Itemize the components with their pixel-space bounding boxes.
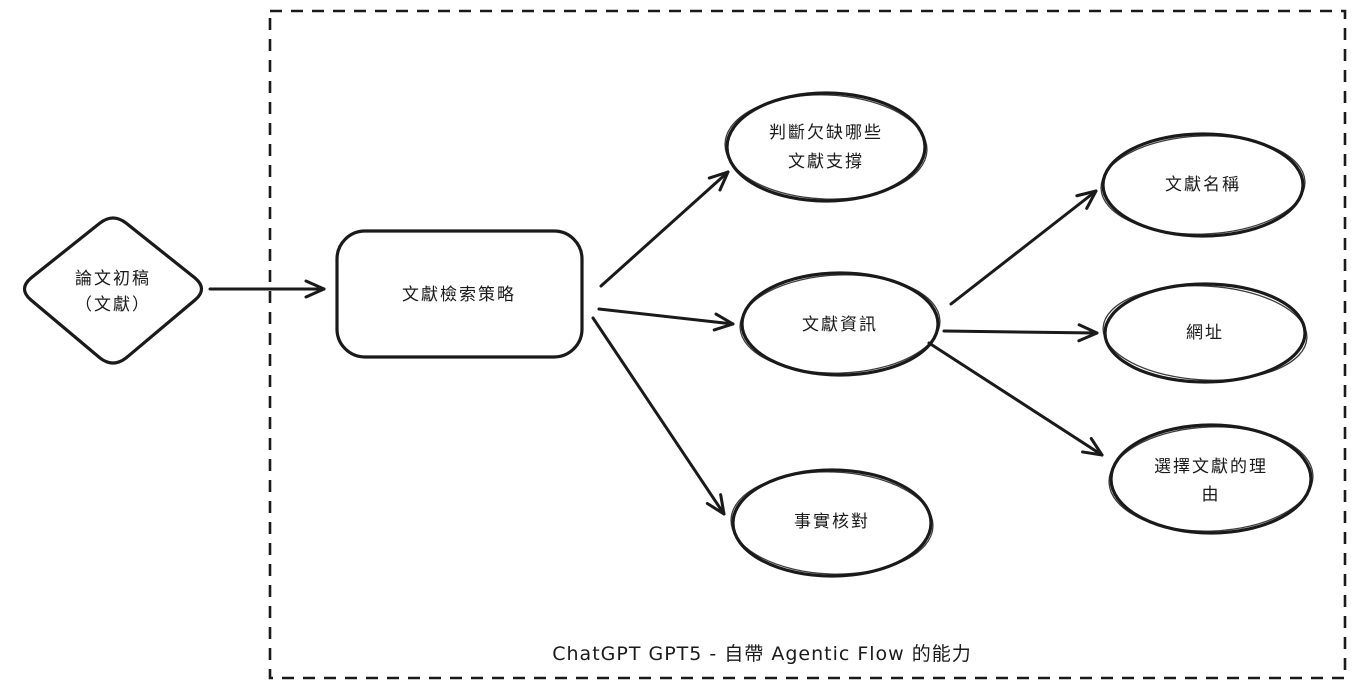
edge-info-to-reason [927, 341, 1104, 457]
node-reason-label-line1: 選擇文獻的理 [1154, 457, 1268, 477]
ellipse-sketch-stroke [730, 471, 934, 575]
node-judge: 判斷欠缺哪些 文獻支撐 [724, 91, 928, 203]
node-info: 文獻資訊 [739, 271, 941, 377]
agentic-flow-dashed-container [268, 9, 1347, 680]
node-draft-label-line1: 論文初稿 [75, 269, 151, 289]
node-reason-label-line2: 由 [1202, 485, 1221, 505]
edge-strategy-to-judge [599, 170, 730, 288]
edge-strategy-to-factcheck [591, 316, 726, 516]
ellipse-sketch-stroke [724, 94, 928, 200]
ellipse-shape [740, 271, 940, 377]
node-name-label: 文獻名稱 [1165, 175, 1241, 195]
ellipse-sketch-stroke [1100, 135, 1306, 235]
ellipse-shape [1103, 282, 1307, 384]
node-draft: 論文初稿 （文獻） [22, 216, 204, 365]
node-info-label: 文獻資訊 [802, 315, 878, 335]
ellipse-shape [731, 468, 933, 578]
edge-info-to-name [949, 189, 1098, 306]
ellipse-shape [1109, 423, 1313, 535]
node-reason: 選擇文獻的理 由 [1108, 423, 1314, 535]
ellipse-sketch-stroke [739, 274, 941, 374]
diamond-shape [22, 216, 204, 365]
node-strategy-label: 文獻檢索策略 [402, 285, 516, 305]
edges [208, 170, 1104, 516]
node-judge-label-line2: 文獻支撐 [788, 152, 864, 172]
ellipse-sketch-stroke [1102, 285, 1308, 381]
node-url-label: 網址 [1186, 323, 1224, 343]
ellipse-sketch-stroke [1108, 426, 1314, 532]
container-caption: ChatGPT GPT5 - 自帶 Agentic Flow 的能力 [552, 643, 972, 665]
ellipse-shape [1101, 132, 1305, 238]
node-judge-label-line1: 判斷欠缺哪些 [769, 123, 883, 143]
node-factcheck: 事實核對 [730, 468, 934, 578]
ellipse-shape [725, 91, 927, 203]
node-draft-label-line2: （文獻） [75, 295, 151, 315]
edge-info-to-url [942, 323, 1099, 343]
node-url: 網址 [1102, 282, 1308, 384]
node-factcheck-label: 事實核對 [794, 512, 870, 532]
rounded-rect-shape [335, 229, 584, 359]
node-strategy: 文獻檢索策略 [335, 229, 584, 359]
node-name: 文獻名稱 [1100, 132, 1306, 238]
edge-strategy-to-info [597, 307, 735, 332]
